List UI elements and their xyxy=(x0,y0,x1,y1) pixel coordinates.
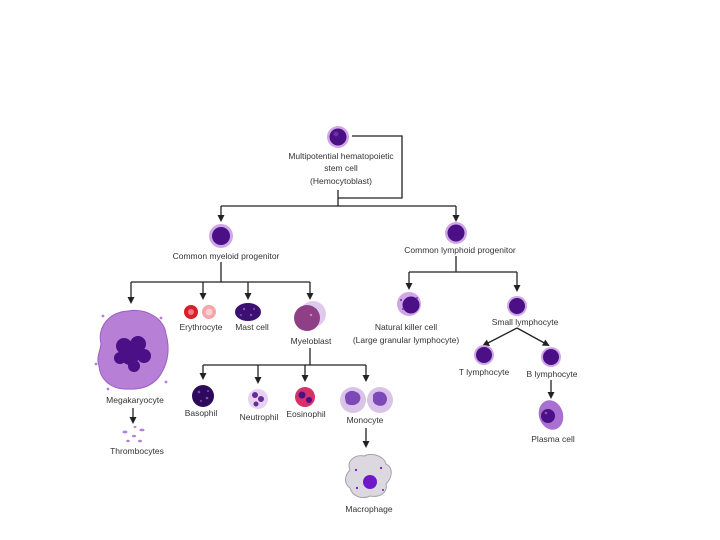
erythrocyte-icon xyxy=(184,305,216,319)
lymphoid-progenitor-label: Common lymphoid progenitor xyxy=(404,245,516,255)
myeloid-progenitor-label: Common myeloid progenitor xyxy=(173,251,280,261)
mast-cell-icon xyxy=(235,303,261,321)
small-lymphocyte-label: Small lymphocyte xyxy=(492,317,559,327)
t-lymphocyte-label: T lymphocyte xyxy=(459,367,510,377)
t-lymphocyte-icon xyxy=(474,345,494,365)
labels: Multipotential hematopoietic stem cell (… xyxy=(106,151,578,514)
monocyte-icon xyxy=(340,387,393,413)
nk-cell-label-line2: (Large granular lymphocyte) xyxy=(353,335,459,345)
stem-cell-label-line2: stem cell xyxy=(324,163,358,173)
thrombocytes-icon xyxy=(122,426,145,443)
plasma-cell-label: Plasma cell xyxy=(531,434,575,444)
neutrophil-icon xyxy=(248,389,268,409)
eosinophil-icon xyxy=(295,387,315,407)
thrombocytes-label: Thrombocytes xyxy=(110,446,164,456)
b-lymphocyte-icon xyxy=(541,347,561,367)
stem-cell-label-line1: Multipotential hematopoietic xyxy=(288,151,394,161)
monocyte-label: Monocyte xyxy=(347,415,384,425)
stem-cell-label-line3: (Hemocytoblast) xyxy=(310,176,372,186)
natural-killer-cell-icon xyxy=(397,292,421,316)
neutrophil-label: Neutrophil xyxy=(240,412,279,422)
nk-cell-label-line1: Natural killer cell xyxy=(375,322,437,332)
connector-lines xyxy=(127,135,555,448)
basophil-label: Basophil xyxy=(185,408,218,418)
erythrocyte-label: Erythrocyte xyxy=(180,322,223,332)
megakaryocyte-label: Megakaryocyte xyxy=(106,395,164,405)
megakaryocyte-icon xyxy=(94,309,169,391)
stem-cell-icon xyxy=(327,126,349,148)
b-lymphocyte-label: B lymphocyte xyxy=(526,369,577,379)
plasma-cell-icon xyxy=(538,400,564,430)
lymphoid-progenitor-icon xyxy=(445,222,467,244)
myeloid-progenitor-icon xyxy=(209,224,233,248)
small-lymphocyte-icon xyxy=(507,296,527,316)
macrophage-label: Macrophage xyxy=(345,504,393,514)
myeloblast-icon xyxy=(294,301,326,331)
myeloblast-label: Myeloblast xyxy=(291,336,332,346)
basophil-icon xyxy=(192,385,214,407)
mast-cell-label: Mast cell xyxy=(235,322,269,332)
eosinophil-label: Eosinophil xyxy=(286,409,325,419)
macrophage-icon xyxy=(345,453,392,499)
